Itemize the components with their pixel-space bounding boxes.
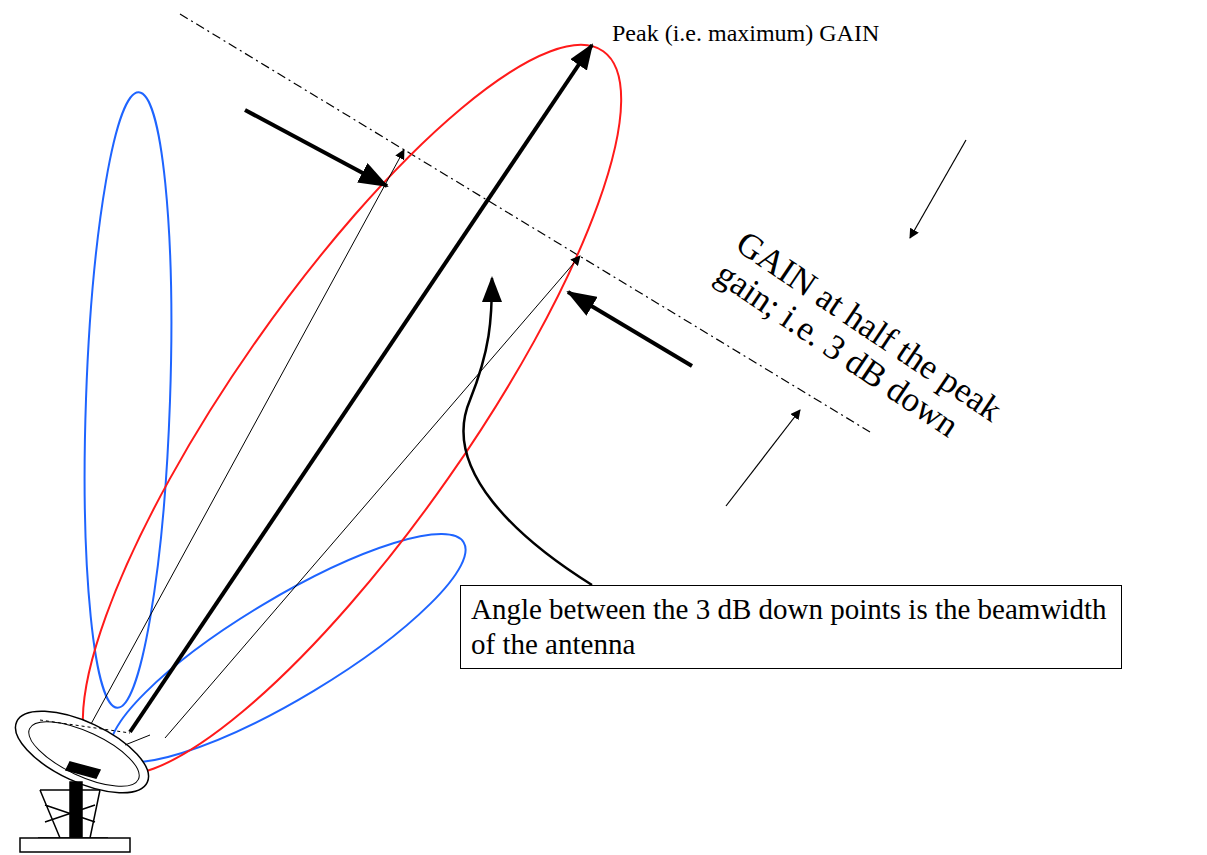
box-text: Angle between the 3 dB down points is th… (471, 592, 1111, 662)
peak-gain-label: Peak (i.e. maximum) GAIN (612, 20, 879, 47)
side-lobe (75, 91, 180, 710)
leader-arrow (910, 140, 966, 238)
leader-arrow (726, 410, 800, 506)
dish-antenna (4, 694, 160, 852)
pointer-arrow (568, 292, 692, 366)
half-power-ray (85, 150, 404, 735)
side-lobe (87, 500, 490, 797)
half-power-line (180, 14, 870, 432)
pointer-arrow (245, 110, 387, 186)
curved-leader (464, 278, 592, 585)
half-power-label: GAIN at half the peak gain; i.e. 3 dB do… (708, 225, 1035, 479)
caption-box: Angle between the 3 dB down points is th… (460, 585, 1122, 669)
main-lobe (4, 0, 700, 836)
